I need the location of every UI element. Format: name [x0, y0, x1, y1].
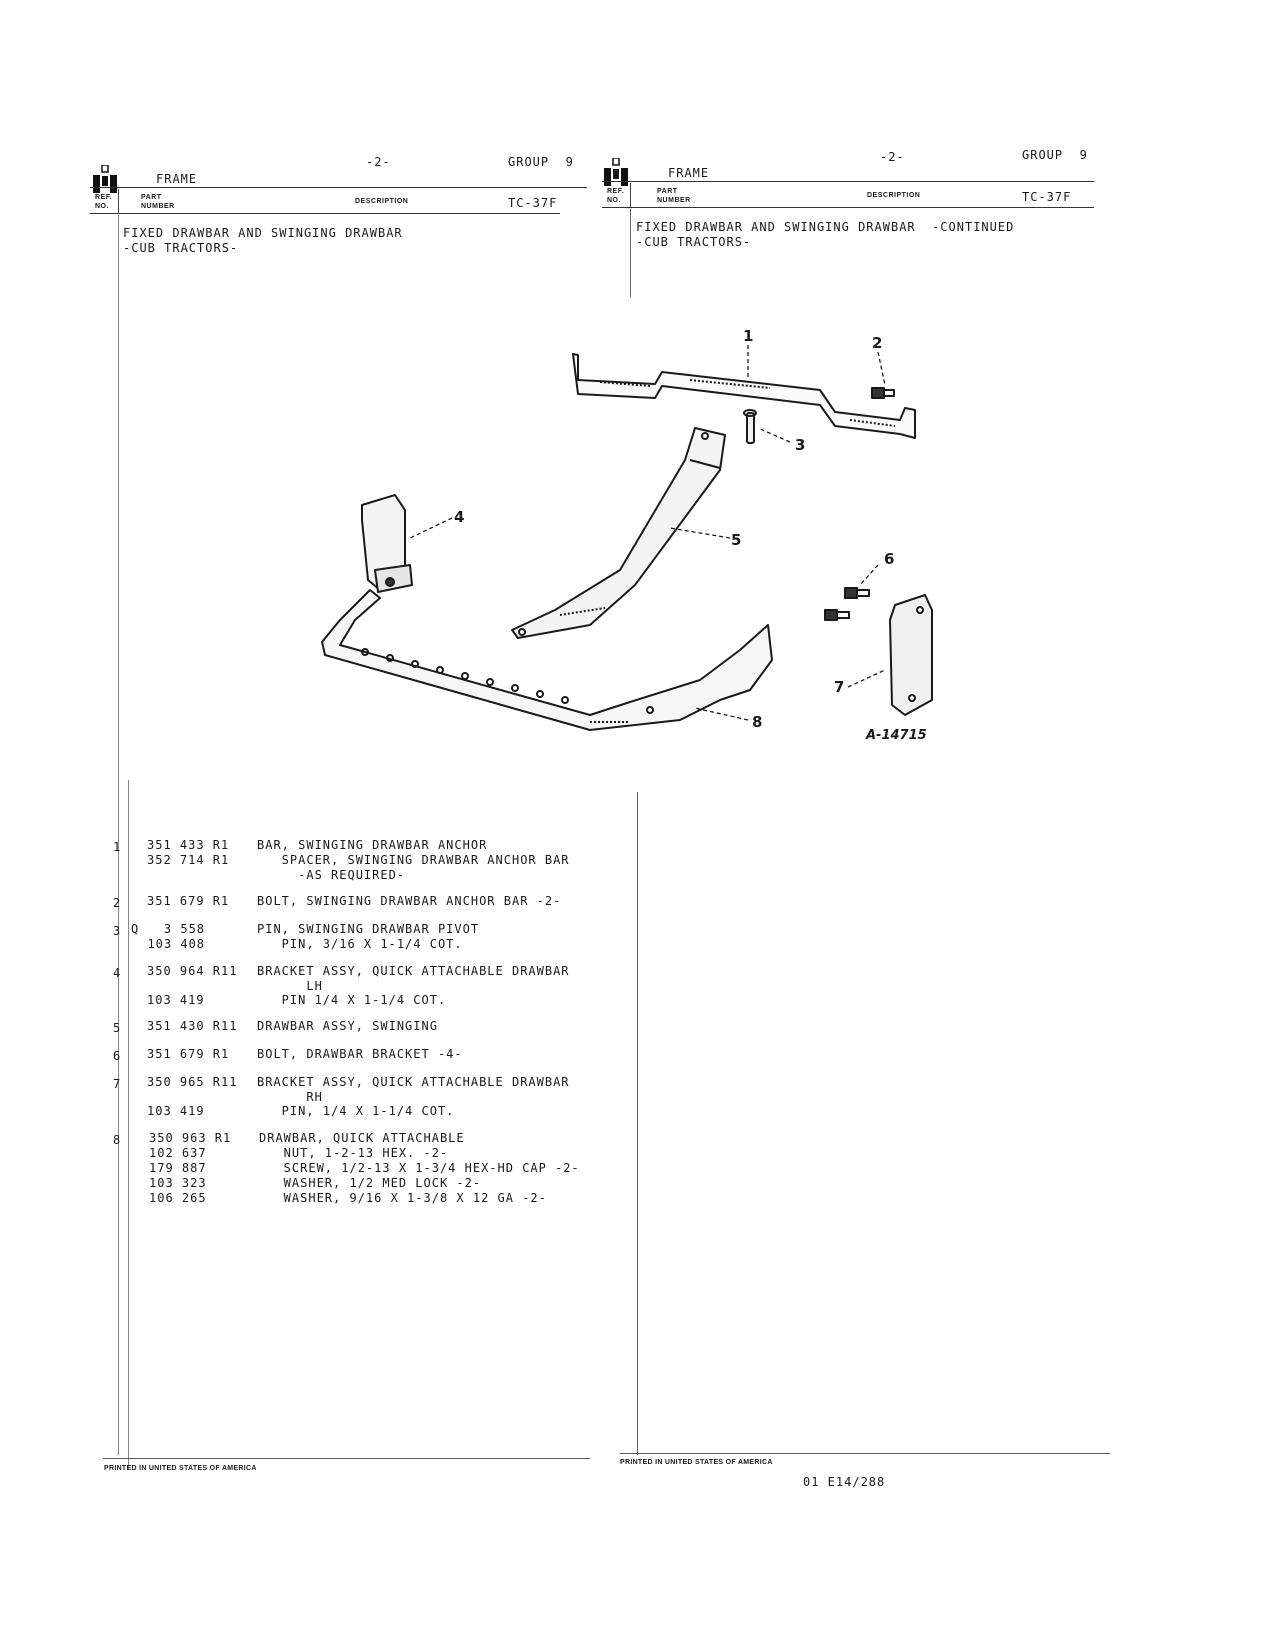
- left-header-rule-top: [90, 187, 587, 188]
- pivot-pin-part: [743, 409, 757, 444]
- ih-logo-right-icon: [603, 157, 629, 188]
- ref-1: 1: [113, 840, 122, 854]
- right-ref-no-label: REF. NO.: [607, 188, 625, 204]
- left-printed-note: PRINTED IN UNITED STATES OF AMERICA: [104, 1465, 257, 1472]
- document-code: 01 E14/288: [803, 1475, 886, 1489]
- ref-8: 8: [113, 1133, 122, 1147]
- drawbar-exploded-diagram: [321, 345, 933, 731]
- callout-8: 8: [752, 713, 763, 731]
- right-printed-note: PRINTED IN UNITED STATES OF AMERICA: [620, 1459, 773, 1466]
- callout-6: 6: [884, 550, 895, 568]
- leader-8: [694, 707, 749, 721]
- right-header-divider: [630, 183, 631, 207]
- ref-2: 2: [113, 896, 122, 910]
- left-description-label: DESCRIPTION: [355, 198, 409, 205]
- lh-bracket-part: [361, 494, 413, 593]
- leader-7: [847, 669, 886, 688]
- left-code: TC-37F: [508, 196, 558, 210]
- rh-bracket-part: [889, 594, 933, 716]
- swinging-drawbar-part: [511, 427, 726, 639]
- left-ref-no-label: REF. NO.: [95, 194, 113, 210]
- right-part-number-label: PART NUMBER: [657, 188, 691, 204]
- ih-logo-left-icon: [92, 164, 118, 195]
- right-section-title: FRAME: [668, 166, 710, 180]
- callout-2: 2: [872, 334, 883, 352]
- callout-7: 7: [834, 678, 845, 696]
- left-header-divider: [118, 189, 119, 213]
- quick-attach-drawbar-part: [321, 589, 773, 731]
- right-code: TC-37F: [1022, 190, 1072, 204]
- right-description-label: DESCRIPTION: [867, 192, 921, 199]
- anchor-bar-part: [572, 353, 916, 439]
- left-page-number: -2-: [366, 155, 391, 169]
- right-group-label: GROUP 9: [1022, 148, 1088, 162]
- leader-3: [757, 427, 791, 443]
- left-section-title: FRAME: [156, 172, 198, 186]
- right-column-rule-top: [630, 209, 631, 297]
- right-header-rule-top: [602, 181, 1094, 182]
- left-group-label: GROUP 9: [508, 155, 574, 169]
- left-column-rule-2: [128, 780, 129, 1470]
- bracket-bolts-part: [824, 587, 870, 621]
- callout-3: 3: [795, 436, 806, 454]
- left-part-number-label: PART NUMBER: [141, 194, 175, 210]
- leader-6: [859, 564, 879, 586]
- left-header-rule-bottom: [90, 213, 560, 214]
- leader-4: [409, 517, 453, 539]
- callout-4: 4: [454, 508, 465, 526]
- left-section-heading: FIXED DRAWBAR AND SWINGING DRAWBAR -CUB …: [123, 226, 403, 255]
- figure-id: A-14715: [866, 728, 927, 743]
- right-column-rule-bottom: [637, 792, 638, 1455]
- right-page-number: -2-: [880, 150, 905, 164]
- right-header-rule-bottom: [602, 207, 1094, 208]
- left-footer-rule: [103, 1458, 590, 1459]
- leader-5: [669, 527, 731, 539]
- leader-2: [877, 351, 886, 386]
- right-footer-rule: [620, 1453, 1110, 1454]
- callout-1: 1: [743, 327, 754, 345]
- ref-7: 7: [113, 1077, 122, 1091]
- ref-6: 6: [113, 1049, 122, 1063]
- ref-3: 3: [113, 924, 122, 938]
- ref-5: 5: [113, 1021, 122, 1035]
- ref-4: 4: [113, 966, 122, 980]
- left-column-rule: [118, 215, 119, 1455]
- right-section-heading: FIXED DRAWBAR AND SWINGING DRAWBAR -CONT…: [636, 220, 1015, 249]
- anchor-bolt-part: [871, 387, 895, 399]
- callout-5: 5: [731, 531, 742, 549]
